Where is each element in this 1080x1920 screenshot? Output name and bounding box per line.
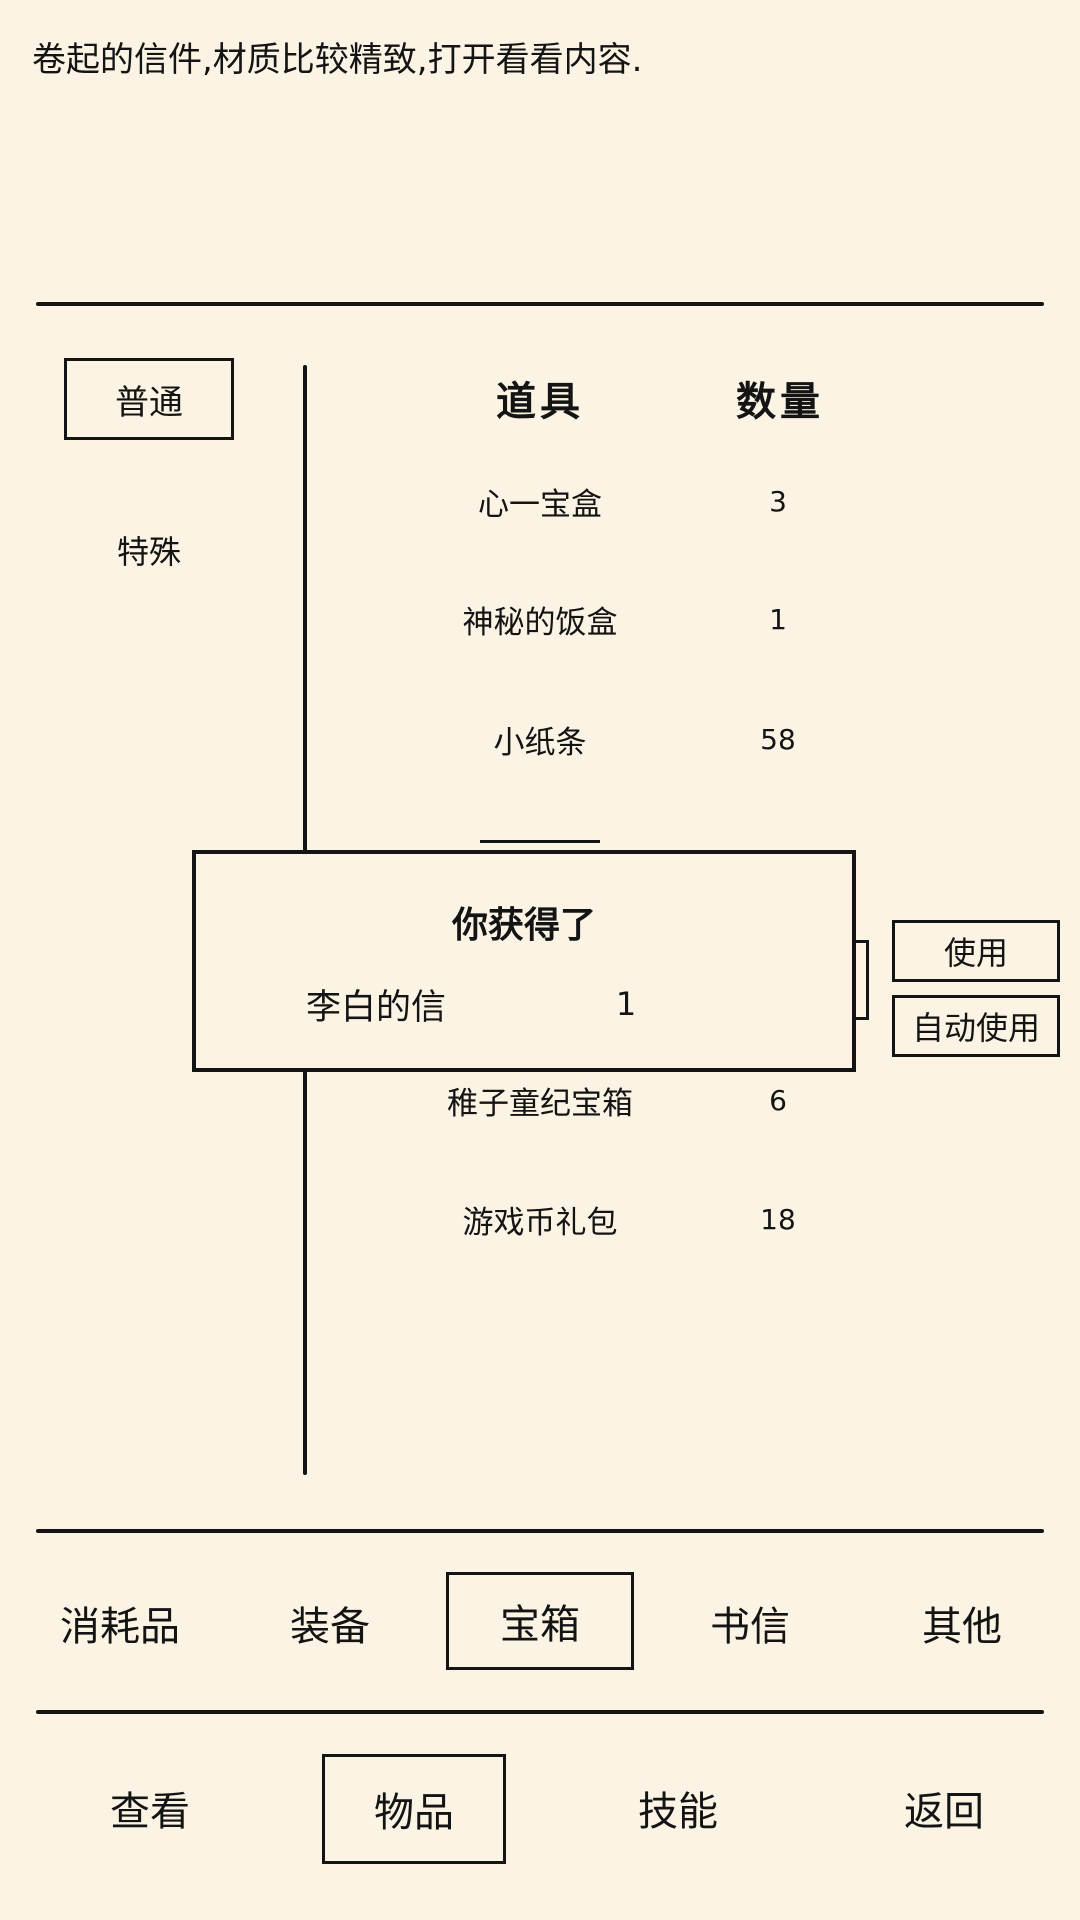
tab-other[interactable]: 其他 <box>872 1585 1052 1661</box>
item-row-qty: 58 <box>760 722 796 756</box>
top-divider <box>36 302 1044 306</box>
popup-item-qty: 1 <box>615 985 637 1023</box>
nav-top-divider <box>36 1710 1044 1714</box>
header-quantity: 数量 <box>736 379 824 425</box>
nav-back[interactable]: 返回 <box>864 1770 1024 1846</box>
item-row-name[interactable]: 小纸条 <box>493 724 587 761</box>
tab-letters[interactable]: 书信 <box>660 1585 840 1661</box>
tabs-top-divider <box>36 1529 1044 1533</box>
category-special-label: 特殊 <box>116 533 181 571</box>
tab-chests[interactable]: 宝箱 <box>446 1572 634 1670</box>
tab-chests-label: 宝箱 <box>500 1602 580 1648</box>
header-item: 道具 <box>496 379 584 425</box>
auto-use-button-label: 自动使用 <box>911 1009 1040 1047</box>
item-row-qty: 1 <box>769 602 787 636</box>
nav-view[interactable]: 查看 <box>70 1770 230 1846</box>
nav-skills-label: 技能 <box>638 1789 718 1835</box>
category-normal-label: 普通 <box>115 382 183 423</box>
auto-use-button[interactable]: 自动使用 <box>892 995 1060 1057</box>
nav-view-label: 查看 <box>110 1789 190 1835</box>
item-row-name[interactable]: 稚子童纪宝箱 <box>447 1085 633 1122</box>
item-row-qty: 3 <box>769 484 787 518</box>
category-special-button[interactable]: 特殊 <box>64 525 234 575</box>
nav-skills[interactable]: 技能 <box>598 1770 758 1846</box>
item-description: 卷起的信件,材质比较精致,打开看看内容. <box>32 40 643 80</box>
nav-back-label: 返回 <box>904 1789 984 1835</box>
item-row-name[interactable]: 神秘的饭盒 <box>462 604 618 641</box>
tab-equipment[interactable]: 装备 <box>240 1585 420 1661</box>
category-normal-button[interactable]: 普通 <box>64 358 234 440</box>
tab-consumables[interactable]: 消耗品 <box>30 1585 210 1661</box>
item-row-qty: 18 <box>760 1202 796 1236</box>
popup-title: 你获得了 <box>451 905 596 946</box>
hidden-row-fragment <box>440 832 640 852</box>
item-row-name[interactable]: 心一宝盒 <box>478 486 602 523</box>
reward-popup[interactable]: 你获得了 李白的信 1 <box>192 850 856 1072</box>
popup-item-name: 李白的信 <box>305 987 446 1028</box>
selected-row-bracket <box>855 940 869 1020</box>
item-row-qty: 6 <box>769 1083 787 1117</box>
use-button-label: 使用 <box>943 934 1008 972</box>
nav-items[interactable]: 物品 <box>322 1754 506 1864</box>
tab-equipment-label: 装备 <box>290 1604 370 1650</box>
tab-consumables-label: 消耗品 <box>60 1604 180 1650</box>
item-row-name[interactable]: 游戏币礼包 <box>462 1204 618 1241</box>
tab-other-label: 其他 <box>922 1604 1002 1650</box>
nav-items-label: 物品 <box>374 1790 454 1836</box>
use-button[interactable]: 使用 <box>892 920 1060 982</box>
tab-letters-label: 书信 <box>710 1604 790 1650</box>
